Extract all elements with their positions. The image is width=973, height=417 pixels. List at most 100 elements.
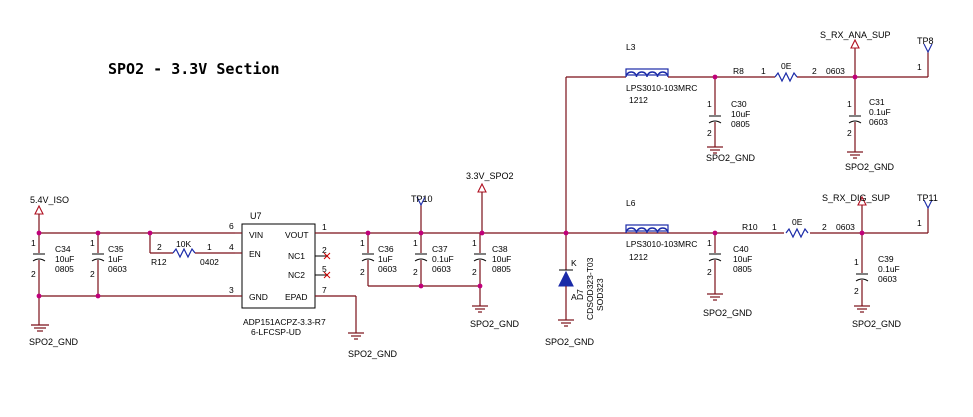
tp8-pin: 1 [917,62,922,72]
r8-pkg: 0603 [826,66,845,76]
c39-pin1: 1 [854,257,859,267]
junction-dot [418,283,424,289]
c31-pkg: 0603 [869,117,888,127]
u7-vin: VIN [249,230,263,240]
c30-value: 10uF [731,109,750,119]
ground-symbol-epad [348,332,364,340]
c31-value: 0.1uF [869,107,891,117]
u7-pin6: 6 [229,221,234,231]
u7-pin2: 2 [322,245,327,255]
net-label-gnd-d7: SPO2_GND [545,337,595,347]
resistor-r8 [774,71,798,83]
c38-pkg: 0805 [492,264,511,274]
c30-ref: C30 [731,99,747,109]
r12-pkg: 0402 [200,257,219,267]
d7-ref: D7 [575,289,585,300]
net-label-ana: S_RX_ANA_SUP [820,30,891,40]
r10-value: 0E [792,217,803,227]
test-point-tp10 [416,196,426,233]
test-point-tp8 [923,43,933,77]
tp11-pin: 1 [917,218,922,228]
c39-ref: C39 [878,254,894,264]
junction-dot [36,230,42,236]
u7-pin7: 7 [322,285,327,295]
c38-value: 10uF [492,254,511,264]
resistor-r10 [784,227,810,239]
ground-symbol-d7 [558,319,574,327]
r12-value: 10K [176,239,191,249]
ground-symbol-c40 [707,293,723,301]
capacitor-c39 [855,205,869,306]
u7-pin5: 5 [322,264,327,274]
c35-value: 1uF [108,254,123,264]
inductor-l6 [625,224,669,234]
r10-pin1: 1 [772,222,777,232]
c40-value: 10uF [733,254,752,264]
c37-ref: C37 [432,244,448,254]
section-title: SPO2 - 3.3V Section [108,60,280,78]
u7-gnd: GND [249,292,268,302]
u7-en: EN [249,249,261,259]
ground-symbol-c30 [707,146,723,154]
r8-value: 0E [781,61,792,71]
c34-pin1: 1 [31,238,36,248]
junction-dot [712,230,718,236]
junction-dot [36,293,42,299]
capacitor-c34 [32,233,46,296]
c34-pin2: 2 [31,269,36,279]
junction-dot [418,230,424,236]
c37-value: 0.1uF [432,254,454,264]
r10-ref: R10 [742,222,758,232]
net-label-gnd-c38: SPO2_GND [470,319,520,329]
net-label-gnd-c39: SPO2_GND [852,319,902,329]
ground-symbol-left [31,324,49,332]
net-label-5v4-iso: 5.4V_ISO [30,195,69,205]
c30-pkg: 0805 [731,119,750,129]
capacitor-c38 [473,233,487,306]
c38-ref: C38 [492,244,508,254]
ic-u7 [235,223,356,309]
junction-dot [477,283,483,289]
c34-ref: C34 [55,244,71,254]
net-label-dig: S_RX_DIG_SUP [822,193,890,203]
power-flag-dig [857,195,867,206]
net-label-gnd-left: SPO2_GND [29,337,79,347]
l3-ref: L3 [626,42,636,52]
ground-symbol-c39 [854,305,870,313]
u7-pkg: 6-LFCSP-UD [251,327,301,337]
l6-size: 1212 [629,252,648,262]
r12-pin2: 2 [157,242,162,252]
no-connect-nc2 [323,271,331,279]
c30-pin1: 1 [707,99,712,109]
c38-pin2: 2 [472,267,477,277]
u7-ref: U7 [250,211,262,221]
u7-pin4: 4 [229,242,234,252]
c36-pin1: 1 [360,238,365,248]
junction-dot [479,230,485,236]
u7-part: ADP151ACPZ-3.3-R7 [243,317,326,327]
c31-pin2: 2 [847,128,852,138]
r8-ref: R8 [733,66,744,76]
u7-vout: VOUT [285,230,309,240]
net-label-3v3-spo2: 3.3V_SPO2 [466,171,514,181]
power-flag-5v4-iso [34,204,44,233]
c37-pin1: 1 [413,238,418,248]
d7-part: CDSOD323-T03 [585,257,595,320]
ground-symbol-c31 [847,151,863,159]
u7-nc1: NC1 [288,251,305,261]
power-flag-3v3-spo2 [477,182,487,233]
inductor-l3 [625,68,669,78]
c30-pin2: 2 [707,128,712,138]
tp11-label: TP11 [917,193,938,203]
c39-pin2: 2 [854,286,859,296]
u7-pin3: 3 [229,285,234,295]
junction-dots [36,74,865,299]
c37-pkg: 0603 [432,264,451,274]
c36-pkg: 0603 [378,264,397,274]
junction-dot [365,230,371,236]
c35-pin1: 1 [90,238,95,248]
net-label-gnd-c40: SPO2_GND [703,308,753,318]
tp8-label: TP8 [917,36,934,46]
power-flag-ana [850,38,860,49]
